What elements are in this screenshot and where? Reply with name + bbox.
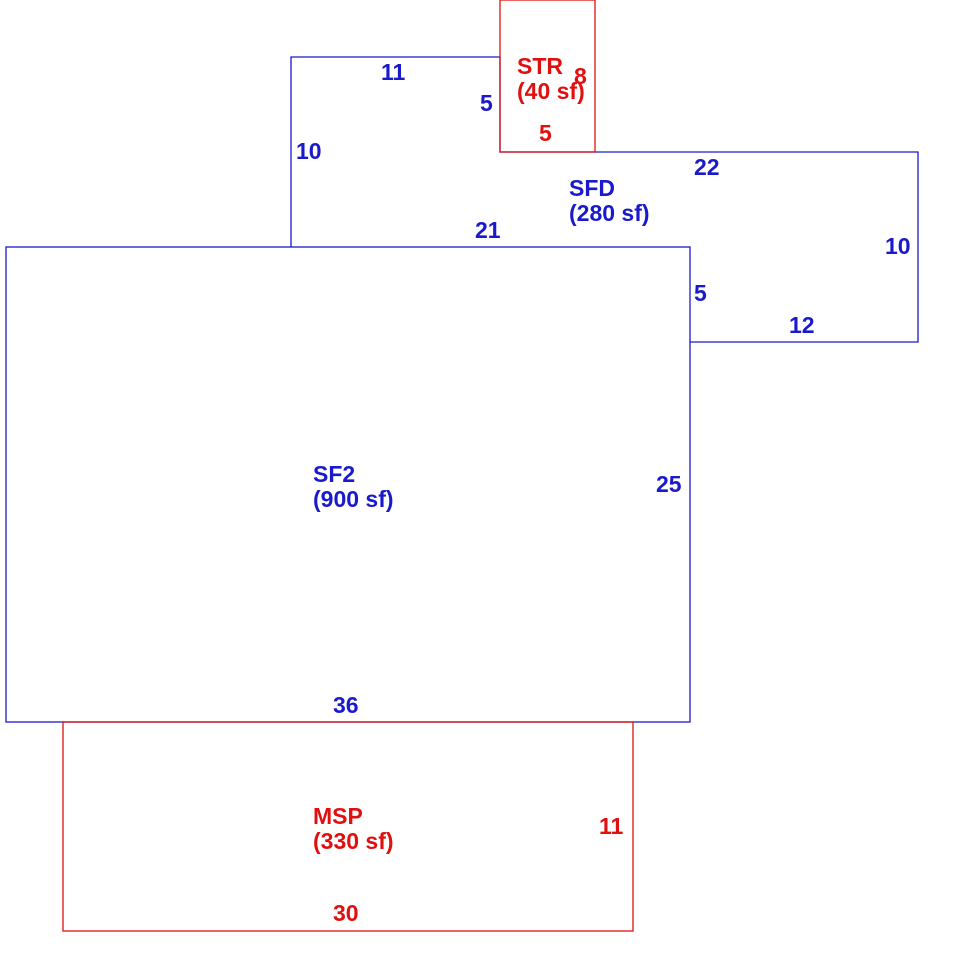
str-right-dimension: 8: [574, 63, 587, 89]
str-outline: [499, 0, 596, 153]
sfd-step-dimension: 5: [480, 90, 493, 116]
msp-right-dimension: 11: [599, 813, 624, 839]
sfd-area-label: (280 sf): [569, 200, 650, 226]
sf2-area-label: (900 sf): [313, 486, 394, 512]
sfd-code-label: SFD: [569, 175, 615, 201]
str-bottom-dimension: 5: [539, 120, 552, 146]
str-area-label: (40 sf): [517, 78, 585, 104]
sf2-right-dimension: 25: [656, 471, 682, 497]
sfd-bottom-dimension: 21: [475, 217, 501, 243]
sfd-top-right-dimension: 22: [694, 154, 720, 180]
sf2-code-label: SF2: [313, 461, 355, 487]
str-code-label: STR: [517, 53, 563, 79]
msp-bottom-dimension: 30: [333, 900, 359, 926]
sfd-left-dimension: 10: [296, 138, 322, 164]
sfd-step-down-dimension: 5: [694, 280, 707, 306]
sf2-bottom-dimension: 36: [333, 692, 359, 718]
msp-code-label: MSP: [313, 803, 363, 829]
sfd-top-left-dimension: 11: [381, 59, 406, 85]
msp-area-label: (330 sf): [313, 828, 394, 854]
msp-outline: [62, 721, 634, 932]
sfd-bottom-right-dimension: 12: [789, 312, 815, 338]
sfd-right-dimension: 10: [885, 233, 911, 259]
